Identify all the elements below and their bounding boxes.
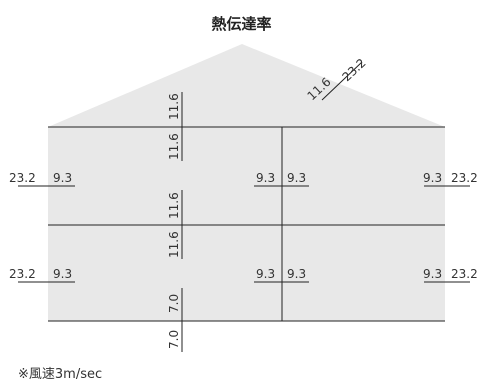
lower-mid-right-label: 9.3 xyxy=(287,267,306,281)
upper-mid-left-label: 9.3 xyxy=(256,171,275,185)
ceiling-top-label: 11.6 xyxy=(167,93,181,120)
house-body xyxy=(48,44,445,321)
floor1-top-label: 7.0 xyxy=(167,294,181,313)
upper-left-outer-label: 23.2 xyxy=(9,171,36,185)
diagram-title: 熱伝達率 xyxy=(211,15,272,33)
upper-left-inner-label: 9.3 xyxy=(53,171,72,185)
lower-right-inner-label: 9.3 xyxy=(423,267,442,281)
ceiling-bottom-label: 11.6 xyxy=(167,133,181,160)
upper-right-inner-label: 9.3 xyxy=(423,171,442,185)
wind-speed-note: ※風速3m/sec xyxy=(18,367,103,382)
lower-mid-left-label: 9.3 xyxy=(256,267,275,281)
upper-right-outer-label: 23.2 xyxy=(451,171,478,185)
lower-left-inner-label: 9.3 xyxy=(53,267,72,281)
lower-right-outer-label: 23.2 xyxy=(451,267,478,281)
lower-left-outer-label: 23.2 xyxy=(9,267,36,281)
floor2-top-label: 11.6 xyxy=(167,192,181,219)
roof-indicator xyxy=(321,61,363,101)
roof-outer-label: 23.2 xyxy=(339,56,368,84)
upper-mid-right-label: 9.3 xyxy=(287,171,306,185)
floor1-bottom-label: 7.0 xyxy=(167,330,181,349)
floor2-bottom-label: 11.6 xyxy=(167,231,181,258)
